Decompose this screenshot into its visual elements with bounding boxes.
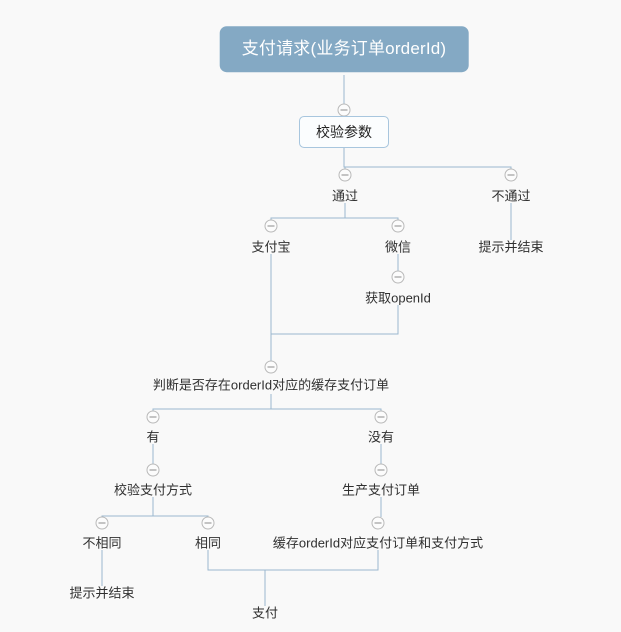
collapse-toggle-wechat[interactable] — [391, 219, 405, 233]
node-genorder[interactable]: 生产支付订单 — [341, 482, 421, 498]
node-alipay[interactable]: 支付宝 — [251, 239, 291, 255]
node-verify[interactable]: 校验参数 — [299, 115, 389, 149]
edge-same-to-merge2 — [207, 550, 265, 571]
collapse-toggle-genorder[interactable] — [374, 463, 388, 477]
collapse-toggle-pass[interactable] — [338, 168, 352, 182]
edge-checkcache-to-has — [152, 394, 272, 411]
collapse-toggle-same[interactable] — [201, 516, 215, 530]
node-diffend[interactable]: 提示并结束 — [69, 585, 135, 601]
node-wechat[interactable]: 微信 — [384, 239, 412, 255]
node-openid[interactable]: 获取openId — [365, 290, 431, 306]
edge-verify-to-pass — [343, 148, 346, 169]
collapse-toggle-cacheord[interactable] — [371, 516, 385, 530]
collapse-toggle-fail[interactable] — [504, 168, 518, 182]
edge-pass-to-wechat — [344, 203, 399, 220]
collapse-toggle-nohas[interactable] — [374, 410, 388, 424]
edge-checkpay-to-diff — [101, 497, 154, 517]
edge-checkcache-to-nohas — [270, 394, 382, 411]
node-same[interactable]: 相同 — [194, 535, 222, 551]
collapse-toggle-openid[interactable] — [391, 270, 405, 284]
collapse-toggle-diff[interactable] — [95, 516, 109, 530]
node-root[interactable]: 支付请求(业务订单orderId) — [219, 26, 469, 72]
node-checkcache[interactable]: 判断是否存在orderId对应的缓存支付订单 — [152, 377, 390, 393]
node-nohas[interactable]: 没有 — [367, 429, 395, 445]
edge-pass-to-alipay — [270, 203, 346, 220]
collapse-toggle-verify[interactable] — [337, 103, 351, 117]
edge-checkpay-to-same — [152, 497, 209, 517]
node-pass[interactable]: 通过 — [331, 188, 359, 204]
edge-cacheord-to-merge2 — [265, 550, 379, 571]
collapse-toggle-checkcache[interactable] — [264, 360, 278, 374]
node-has[interactable]: 有 — [146, 429, 160, 445]
edge-openid-to-merge1 — [271, 305, 399, 335]
node-cacheord[interactable]: 缓存orderId对应支付订单和支付方式 — [272, 535, 484, 551]
collapse-toggle-checkpay[interactable] — [146, 463, 160, 477]
node-fail[interactable]: 不通过 — [491, 188, 531, 204]
node-pay[interactable]: 支付 — [251, 605, 279, 621]
node-failend[interactable]: 提示并结束 — [478, 239, 544, 255]
edge-verify-to-fail — [343, 148, 512, 169]
collapse-toggle-alipay[interactable] — [264, 219, 278, 233]
collapse-toggle-has[interactable] — [146, 410, 160, 424]
node-checkpay[interactable]: 校验支付方式 — [113, 482, 193, 498]
node-diff[interactable]: 不相同 — [82, 535, 122, 551]
